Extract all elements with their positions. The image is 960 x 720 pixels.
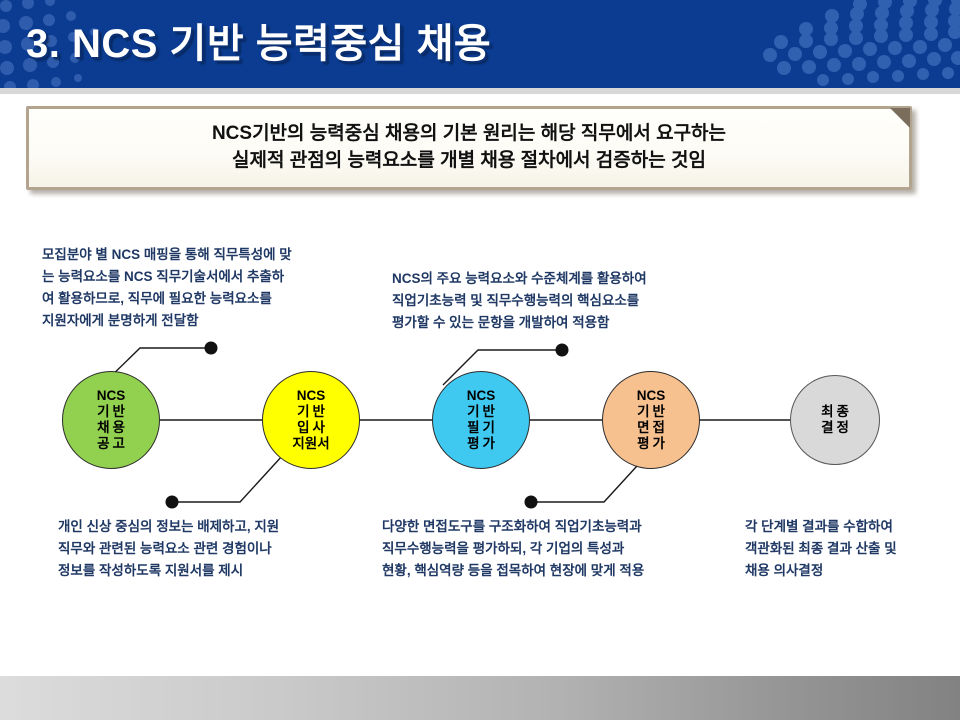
callout-line: 채용 의사결정 (745, 562, 824, 578)
node-written-test[interactable]: NCS 기반 필기 평가 (432, 371, 530, 469)
leader-dot-bottom-left (165, 495, 179, 509)
summary-line-1: NCS기반의 능력중심 채용의 기본 원리는 해당 직무에서 요구하는 (211, 123, 727, 145)
callout-bottom-right: 각 단계별 결과를 수합하여 객관화된 최종 결과 산출 및 채용 의사결정 (745, 516, 897, 582)
callout-line: 개인 신상 중심의 정보는 배제하고, 지원 (58, 519, 280, 534)
folded-corner-icon (890, 108, 910, 128)
node-line: 채용 (97, 420, 128, 435)
callout-line: 는 능력요소를 NCS 직무기술서에서 추출하 (42, 268, 285, 284)
node-line: 기반 (297, 404, 328, 420)
node-line: NCS (636, 388, 666, 404)
node-recruitment-notice[interactable]: NCS 기반 채용 공고 (62, 371, 160, 469)
callout-line: 지원자에게 분명하게 전달함 (42, 312, 199, 328)
node-final-decision[interactable]: 최종 결정 (790, 375, 880, 465)
callout-line: 모집분야 별 NCS 매핑을 통해 직무특성에 맞 (42, 247, 292, 262)
summary-statement-box: NCS기반의 능력중심 채용의 기본 원리는 해당 직무에서 요구하는 실제적 … (26, 106, 912, 190)
node-line: 기반 (467, 404, 498, 420)
node-interview[interactable]: NCS 기반 면접 평가 (602, 371, 700, 469)
header-underline (0, 88, 960, 94)
leader-dot-top-mid (555, 343, 569, 357)
node-line: 평가 (467, 435, 498, 451)
callout-top-left: 모집분야 별 NCS 매핑을 통해 직무특성에 맞 는 능력요소를 NCS 직무… (42, 244, 292, 331)
node-line: NCS (96, 388, 126, 404)
slide-header-banner: 3. NCS 기반 능력중심 채용 (0, 0, 960, 88)
node-line: NCS (466, 388, 496, 404)
callout-line: 정보를 작성하도록 지원서를 제시 (58, 562, 244, 578)
callout-line: NCS의 주요 능력요소와 수준체계를 활용하여 (392, 271, 647, 286)
callout-line: 여 활용하므로, 직무에 필요한 능력요소를 (42, 290, 272, 306)
node-line: 기반 (97, 404, 128, 420)
leader-dot-top-left (204, 341, 218, 355)
node-line: 결정 (821, 420, 852, 435)
slide-footer-bar (0, 676, 960, 720)
node-line: 평가 (637, 435, 668, 451)
leader-line-bottom-left (172, 454, 284, 503)
callout-line: 직업기초능력 및 직무수행능력의 핵심요소를 (392, 292, 640, 308)
callout-line: 현황, 핵심역량 등을 접목하여 현장에 맞게 적용 (382, 562, 645, 578)
callout-line: 각 단계별 결과를 수합하여 (745, 519, 893, 534)
node-line: 기반 (637, 404, 668, 420)
callout-line: 다양한 면접도구를 구조화하여 직업기초능력과 (382, 519, 642, 534)
callout-bottom-mid: 다양한 면접도구를 구조화하여 직업기초능력과 직무수행능력을 평가하되, 각 … (382, 516, 644, 582)
node-line: 입사 (297, 420, 328, 435)
header-dot-pattern-right (763, 0, 960, 86)
node-line: 최종 (821, 404, 852, 420)
callout-line: 객관화된 최종 결과 산출 및 (745, 540, 897, 556)
callout-line: 직무수행능력을 평가하되, 각 기업의 특성과 (382, 540, 625, 556)
node-line: 공고 (97, 435, 128, 451)
summary-line-2: 실제적 관점의 능력요소를 개별 채용 절차에서 검증하는 것임 (232, 150, 706, 171)
node-line: 필기 (467, 420, 498, 435)
node-line: 지원서 (292, 435, 330, 451)
node-application-form[interactable]: NCS 기반 입사 지원서 (262, 371, 360, 469)
node-line: 면접 (637, 420, 668, 435)
header-dot-pattern-left (0, 0, 100, 88)
node-line: NCS (296, 388, 326, 404)
callout-top-mid: NCS의 주요 능력요소와 수준체계를 활용하여 직업기초능력 및 직무수행능력… (392, 268, 647, 334)
callout-line: 직무와 관련된 능력요소 관련 경험이나 (58, 540, 272, 556)
callout-bottom-left: 개인 신상 중심의 정보는 배제하고, 지원 직무와 관련된 능력요소 관련 경… (58, 516, 279, 582)
leader-dot-bottom-mid (524, 495, 538, 509)
page-title: 3. NCS 기반 능력중심 채용 (26, 22, 492, 66)
callout-line: 평가할 수 있는 문항을 개발하여 적용함 (392, 314, 610, 330)
